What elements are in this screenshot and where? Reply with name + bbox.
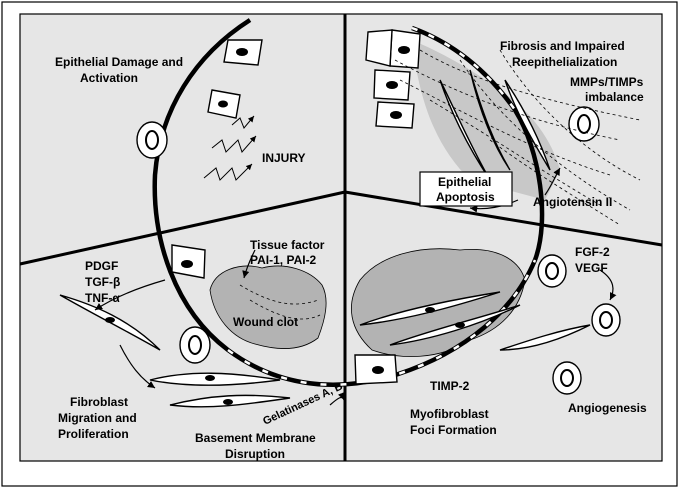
tnf-alpha-label: TNF-α	[85, 291, 120, 305]
divider-upper-right	[344, 190, 663, 247]
pathway-arrows	[94, 167, 617, 406]
tissue-factor-label-1: Tissue factor	[250, 238, 325, 252]
fibroblasts	[59, 69, 591, 408]
collagen-fibres	[239, 49, 641, 320]
angiogenesis-label: Angiogenesis	[568, 401, 647, 415]
epithelial-cells-right	[365, 29, 421, 129]
fgf2-label: FGF-2	[575, 245, 610, 259]
fibroblast-label-1: Fibroblast	[70, 395, 128, 409]
vegf-label: VEGF	[575, 261, 608, 275]
apoptosis-label-2: Apoptosis	[436, 190, 495, 204]
foci-label-2: Foci Formation	[410, 423, 497, 437]
divider-upper-left	[19, 190, 346, 266]
tgf-beta-label: TGF-β	[85, 275, 120, 289]
injury-label: INJURY	[262, 151, 306, 165]
epithelial-apoptosis-box	[419, 171, 513, 207]
pdgf-label: PDGF	[85, 259, 118, 273]
mmp-label-2: imbalance	[585, 90, 644, 104]
angiotensin-label: Angiotensin II	[533, 195, 612, 209]
tissue-factor-label-2: PAI-1, PAI-2	[250, 253, 317, 267]
apoptosis-label-1: Epithelial	[438, 175, 491, 189]
basement-membrane-dashes-top	[411, 26, 517, 111]
fibroblast-label-3: Proliferation	[58, 427, 129, 441]
wound-clot-label: Wound clot	[233, 315, 298, 329]
macrophages	[136, 106, 621, 395]
epithelial-damage-title-1: Epithelial Damage and	[55, 55, 183, 69]
epithelial-cells	[171, 39, 398, 385]
epithelial-damage-title-2: Activation	[80, 71, 138, 85]
fibrosis-title-2: Reepithelialization	[512, 55, 617, 69]
basement-membrane-label-2: Disruption	[225, 447, 285, 461]
mmp-label-1: MMPs/TIMPs	[570, 75, 644, 89]
wound-clot-region	[209, 265, 327, 349]
basement-membrane-label-1: Basement Membrane	[195, 431, 316, 445]
fibrosis-title-1: Fibrosis and Impaired	[500, 39, 625, 53]
timp2-label: TIMP-2	[430, 379, 470, 393]
injury-lightning-icons	[203, 115, 257, 181]
foci-label-1: Myofibroblast	[410, 407, 489, 421]
fibroblast-label-2: Migration and	[58, 411, 137, 425]
